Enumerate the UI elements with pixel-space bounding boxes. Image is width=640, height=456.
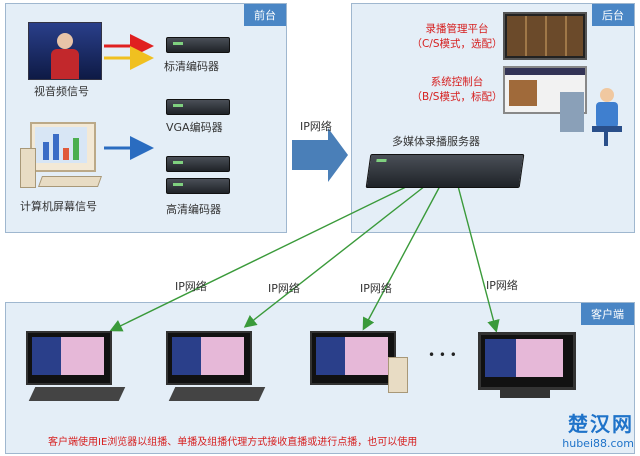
- ip-link-label-1: IP网络: [175, 280, 207, 293]
- pc-tower: [20, 148, 36, 188]
- ip-link-label-3: IP网络: [360, 282, 392, 295]
- operator-chair: [592, 126, 622, 132]
- ip-link-label-2: IP网络: [268, 282, 300, 295]
- watermark-top: 楚汉网: [568, 412, 634, 436]
- screen-bar-3: [63, 148, 69, 160]
- desktop-3-tower: [388, 357, 408, 393]
- laptop-2-screen: [166, 331, 252, 385]
- ip-network-big-arrow: [292, 128, 348, 182]
- back-panel: 后台: [351, 3, 635, 233]
- watermark-bottom: hubei88.com: [562, 437, 634, 450]
- mgmt-grid: [507, 16, 583, 56]
- front-panel-tag: 前台: [244, 4, 286, 26]
- operator-body: [596, 102, 618, 128]
- sd-encoder-device: [166, 37, 230, 53]
- watermark: 楚汉网 hubei88.com: [562, 408, 634, 450]
- screen-bar-2: [53, 134, 59, 160]
- tv-4-screen: [478, 332, 576, 390]
- tv-4-stand: [500, 390, 550, 398]
- control-console-line1: 系统控制台: [430, 76, 484, 88]
- mgmt-platform-line1: 录播管理平台: [425, 23, 489, 35]
- av-signal-label: 视音频信号: [34, 85, 89, 98]
- media-server-device: [365, 154, 525, 188]
- operator-desk: [560, 92, 584, 132]
- hd-encoder-label: 高清编码器: [166, 203, 221, 216]
- sd-encoder-label: 标清编码器: [164, 60, 219, 73]
- ip-link-label-4: IP网络: [486, 279, 518, 292]
- laptop-1-base: [28, 387, 126, 401]
- laptop-2-base: [168, 387, 266, 401]
- hd-encoder-device-1: [166, 156, 230, 172]
- green-link-2: [243, 185, 426, 328]
- pc-signal-label: 计算机屏幕信号: [20, 200, 97, 213]
- back-panel-tag: 后台: [592, 4, 634, 26]
- laptop-1-screen: [26, 331, 112, 385]
- client-laptop-2: [166, 331, 266, 407]
- pc-screen: [35, 127, 87, 163]
- client-ellipsis: • • •: [428, 348, 457, 362]
- green-link-1: [109, 185, 409, 332]
- server-label: 多媒体录播服务器: [392, 135, 480, 148]
- ip-network-mid-label: IP网络: [300, 120, 332, 133]
- operator-head: [600, 88, 614, 102]
- client-laptop-1: [26, 331, 126, 407]
- console-header: [505, 68, 585, 75]
- green-link-3: [362, 185, 441, 331]
- console-body: [509, 80, 537, 106]
- presenter-figure: [57, 33, 73, 49]
- operator-figure: [582, 86, 630, 150]
- green-link-4: [457, 185, 500, 333]
- client-desktop-3: [310, 331, 410, 407]
- hd-encoder-device-2: [166, 178, 230, 194]
- operator-chair-base: [604, 132, 608, 146]
- vga-encoder-device: [166, 99, 230, 115]
- screen-bar-1: [43, 142, 49, 160]
- av-signal-image: [28, 22, 102, 80]
- presenter-body: [51, 49, 79, 79]
- vga-encoder-label: VGA编码器: [166, 121, 223, 134]
- client-caption: 客户端使用IE浏览器以组播、单播及组播代理方式接收直播或进行点播，也可以使用: [48, 437, 418, 448]
- mgmt-platform-screen: [503, 12, 587, 60]
- desktop-3-screen: [310, 331, 396, 385]
- pc-monitor: [30, 122, 96, 172]
- client-panel-tag: 客户端: [581, 303, 634, 325]
- screen-bar-4: [73, 138, 79, 160]
- control-console-line2: （B/S模式，标配）: [411, 91, 503, 103]
- client-tv-4: [478, 332, 576, 408]
- control-console-screen: [503, 66, 587, 114]
- mgmt-platform-line2: （C/S模式，选配）: [411, 38, 503, 50]
